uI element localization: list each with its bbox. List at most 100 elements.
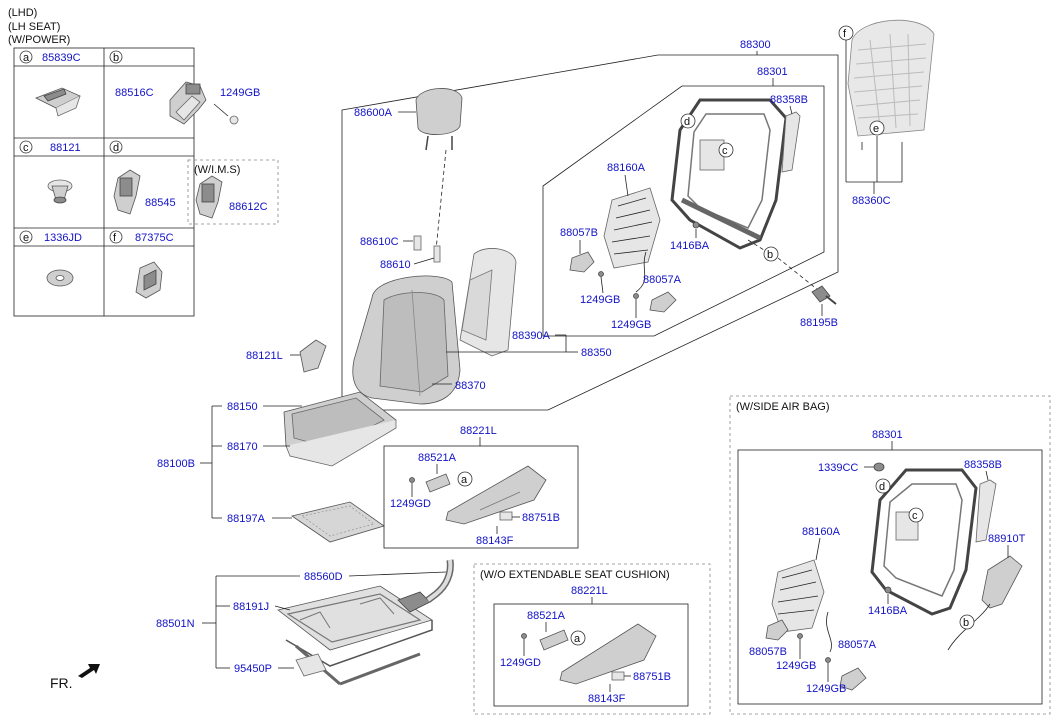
module-95450p-icon [295,653,327,677]
clip-85839c-icon [35,87,81,117]
legend-d-marker [109,140,123,154]
sab-bracket-88057b-drawing [765,619,789,641]
legend-a-key: a [23,52,30,64]
sab-label-1416ba[interactable]: 1416BA [868,605,908,617]
bracket-88057b-drawing [569,251,595,273]
sab-label-88910t[interactable]: 88910T [988,533,1026,545]
label-88600a[interactable]: 88600A [354,107,393,119]
clip-1416ba-icon [692,221,700,229]
label-88121l[interactable]: 88121L [246,350,283,362]
label-88100b[interactable]: 88100B [157,458,195,470]
ims-dashed-box [187,159,279,225]
legend-d-part2[interactable]: 88612C [229,201,268,213]
clip-87375c-icon [135,261,163,299]
legend-f-part[interactable]: 87375C [135,232,174,244]
label-1416ba[interactable]: 1416BA [670,240,710,252]
legend-a-marker [19,50,33,64]
label-88751b[interactable]: 88751B [522,512,560,524]
sab-label-88057b[interactable]: 88057B [749,646,787,658]
label-88501n[interactable]: 88501N [156,618,195,630]
guide-88610c-drawing [413,235,441,263]
sab-label-88160a[interactable]: 88160A [802,526,841,538]
label-88300[interactable]: 88300 [740,39,771,51]
header-w-power: (W/POWER) [8,34,70,46]
sab-callout-d-text: d [879,481,885,493]
lumbar-88160a-drawing [603,187,661,269]
sab-label-1249gb-2[interactable]: 1249GB [806,683,846,695]
label-88057b[interactable]: 88057B [560,227,598,239]
wo-label-88751b[interactable]: 88751B [633,671,671,683]
sab-label-88358b[interactable]: 88358B [964,459,1002,471]
label-88221l[interactable]: 88221L [460,425,497,437]
back-panel-88360c-drawing [847,19,935,137]
sab-label-1339cc[interactable]: 1339CC [818,462,858,474]
legend-b-part2[interactable]: 1249GB [220,87,260,99]
label-88160a[interactable]: 88160A [607,162,646,174]
legend-d-key: d [113,142,119,154]
label-88150[interactable]: 88150 [227,401,258,413]
headrest-88600a-drawing [415,88,463,151]
legend-e-marker [19,230,33,244]
callout-d-main [680,113,696,129]
legend-f-key: f [113,232,117,244]
nut-1339cc-icon [873,462,885,472]
header-lhd: (LHD) [8,7,37,19]
label-88358b[interactable]: 88358B [770,94,808,106]
label-88301[interactable]: 88301 [757,66,788,78]
wo-extendable-section: (W/O EXTENDABLE SEAT CUSHION) 88221L 885… [473,563,711,715]
label-88350[interactable]: 88350 [581,347,612,359]
label-88191j[interactable]: 88191J [233,601,269,613]
bracket-88057a-drawing [635,251,677,313]
label-1249gb-2[interactable]: 1249GB [611,319,651,331]
label-88143f[interactable]: 88143F [476,535,514,547]
callout-a-cover-text: a [461,474,468,486]
wo-label-88143f[interactable]: 88143F [588,693,626,705]
trim-88121l-drawing [299,339,327,373]
sab-label-88057a[interactable]: 88057A [838,639,877,651]
legend-b-part1[interactable]: 88516C [115,87,154,99]
legend-c-part[interactable]: 88121 [50,142,81,154]
wo-label-88221l[interactable]: 88221L [571,585,608,597]
label-88521a[interactable]: 88521A [418,452,457,464]
sab-label-1249gb-1[interactable]: 1249GB [776,660,816,672]
legend-e-part[interactable]: 1336JD [44,232,82,244]
wo-label-1249gd[interactable]: 1249GD [500,657,541,669]
label-95450p[interactable]: 95450P [234,663,272,675]
sab-callout-c-text: c [912,510,918,522]
motor-88545-icon [113,169,141,215]
label-88195b[interactable]: 88195B [800,317,838,329]
label-88360c[interactable]: 88360C [852,195,891,207]
callout-e-main [869,120,885,136]
label-1249gb-1[interactable]: 1249GB [580,294,620,306]
label-88390a[interactable]: 88390A [512,330,551,342]
sab-callout-b-text: b [963,617,969,629]
label-1249gd[interactable]: 1249GD [390,498,431,510]
callout-d-main-text: d [684,116,690,128]
cushion-drawing [283,391,397,467]
mat-88197a-drawing [291,501,385,543]
motor-88516c-icon [169,81,239,125]
label-88170[interactable]: 88170 [227,441,258,453]
label-88610[interactable]: 88610 [380,259,411,271]
label-88057a[interactable]: 88057A [643,274,682,286]
seatback-frame-drawing [670,98,788,250]
sab-frame-drawing [870,468,978,616]
legend-d-part1[interactable]: 88545 [145,197,176,209]
label-88370[interactable]: 88370 [455,380,486,392]
assembly-88301-outline: 88301 [542,66,825,337]
legend-c-marker [19,140,33,154]
callout-b-main-text: b [767,249,773,261]
callout-c-main-text: c [722,145,728,157]
wo-label-88521a[interactable]: 88521A [527,610,566,622]
legend-a-part[interactable]: 85839C [42,52,81,64]
label-88197a[interactable]: 88197A [227,513,266,525]
legend-e-key: e [23,232,29,244]
label-88610c[interactable]: 88610C [360,236,399,248]
sab-label-88301[interactable]: 88301 [872,429,903,441]
label-88560d[interactable]: 88560D [304,571,343,583]
motor-88612c-icon [195,175,223,219]
wo-callout-a-text: a [574,633,581,645]
callout-e-main-text: e [873,123,879,135]
tube-88560d-drawing [425,559,454,603]
